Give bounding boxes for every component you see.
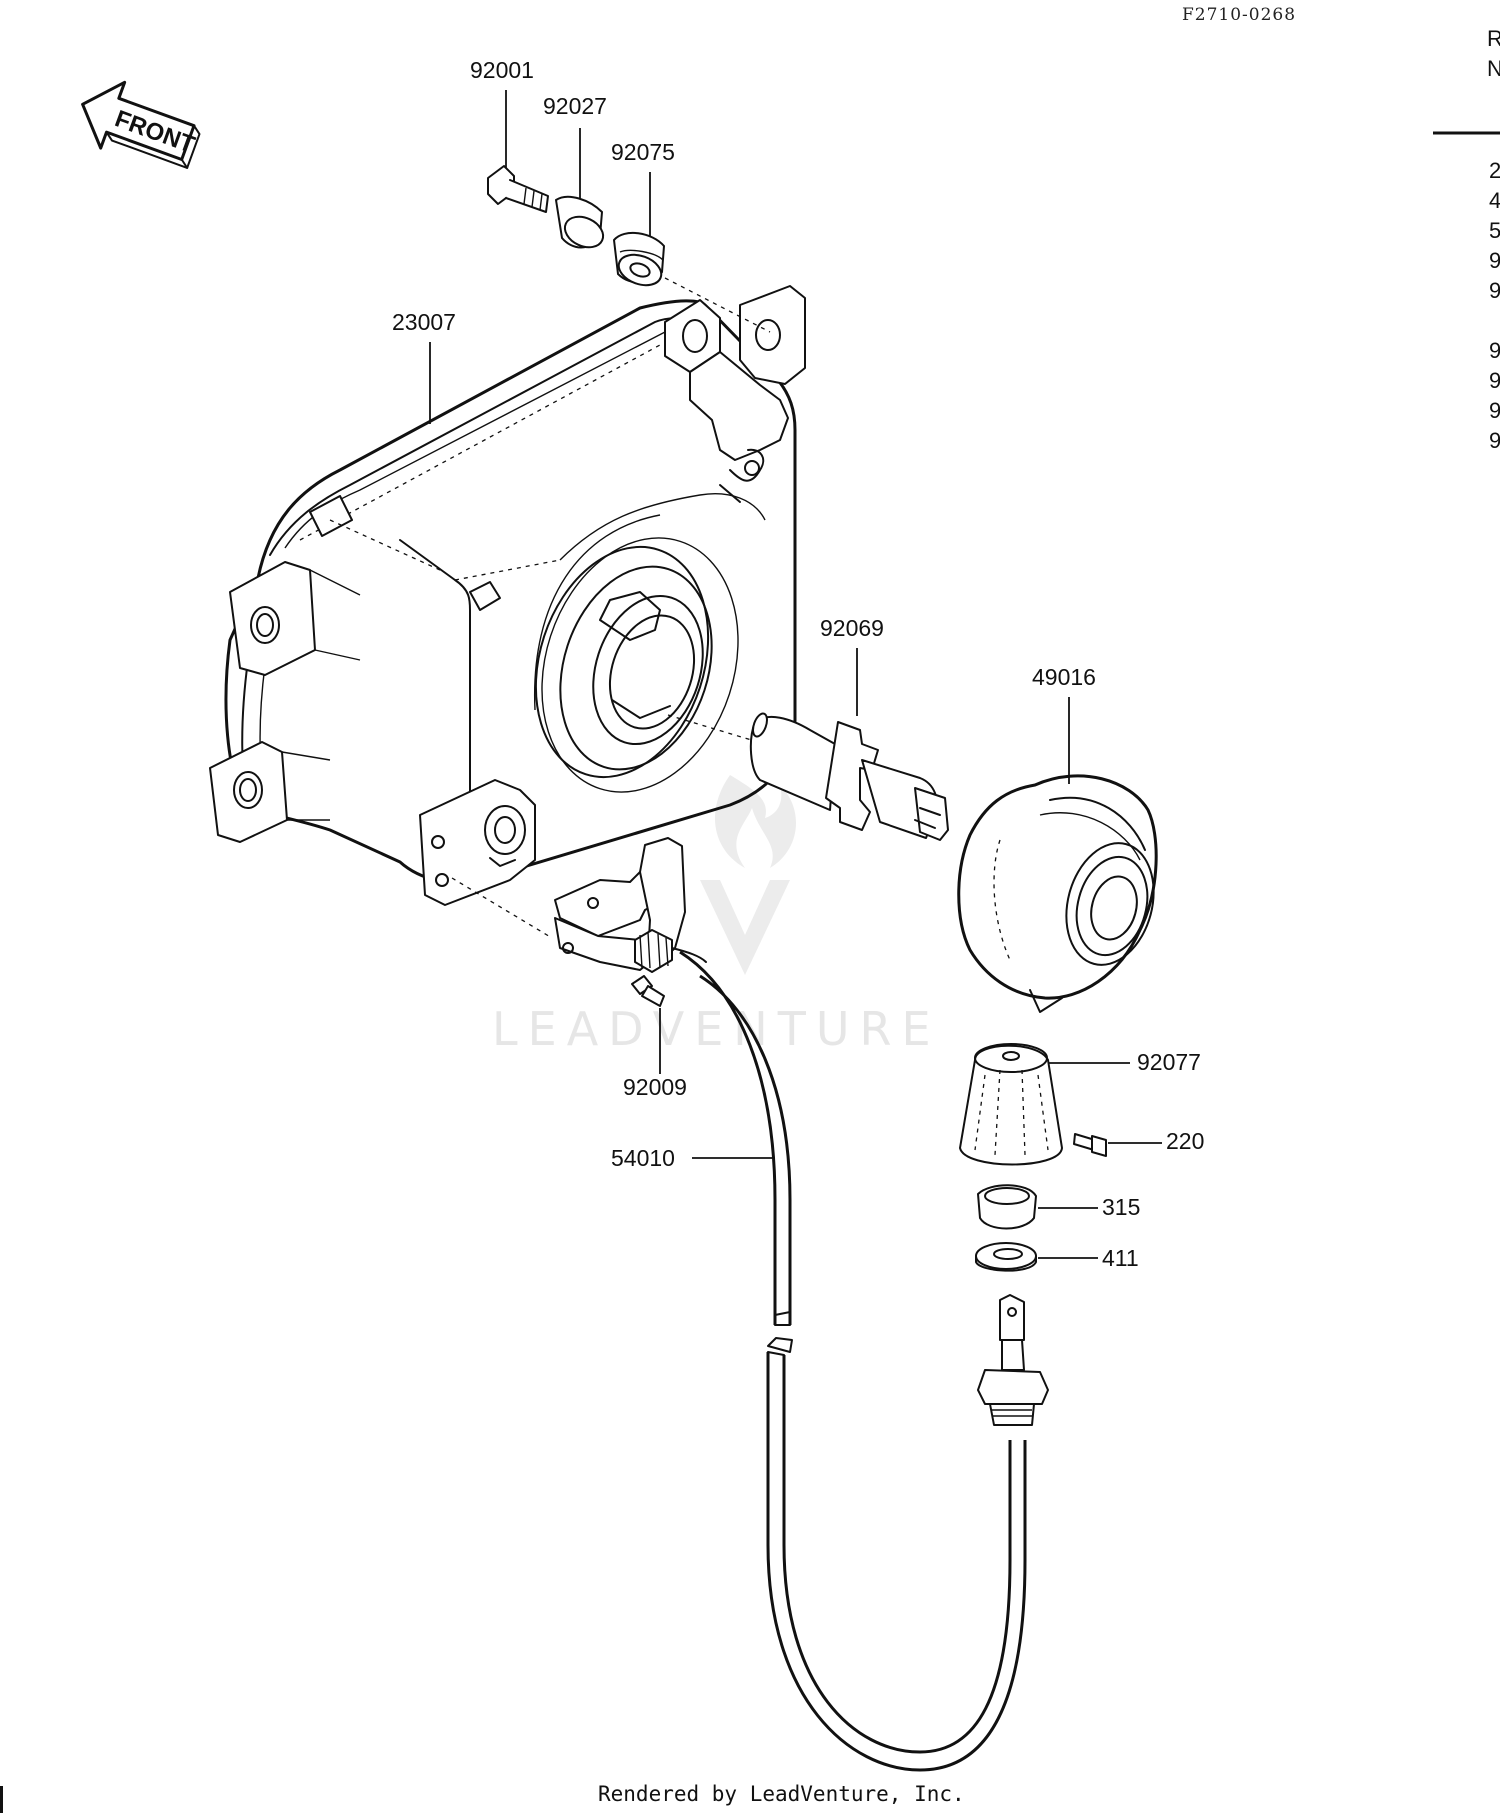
side-char: R: [1487, 26, 1500, 51]
bolt-92001: [487, 165, 549, 213]
side-char: 9: [1489, 278, 1500, 303]
side-char: 9: [1489, 248, 1500, 273]
callout-label-54010: 54010: [611, 1145, 675, 1171]
cable-54010: [679, 950, 1027, 1772]
callout-54010: 54010: [611, 1145, 775, 1171]
side-char: 9: [1489, 338, 1500, 363]
cable-bracket: [554, 837, 707, 973]
grommet-92075: [613, 231, 665, 287]
callout-92075: 92075: [611, 139, 675, 236]
callout-label-23007: 23007: [392, 309, 456, 335]
cover-49016: [957, 774, 1158, 1013]
side-char: 9: [1489, 428, 1500, 453]
side-char: 4: [1489, 188, 1500, 213]
callout-label-220: 220: [1166, 1128, 1204, 1154]
screw-220: [1073, 1133, 1107, 1157]
callout-23007: 23007: [392, 309, 456, 424]
front-arrow-icon: FRONT: [81, 80, 201, 169]
collar-92027: [555, 195, 605, 249]
cap-92077: [959, 1043, 1063, 1166]
bulb-92069: [749, 712, 949, 841]
callout-label-411: 411: [1102, 1245, 1139, 1271]
figure-code: F2710-0268: [1182, 5, 1296, 25]
watermark-text: LEADVENTURE: [492, 1002, 941, 1056]
callout-label-92077: 92077: [1137, 1049, 1201, 1075]
watermark: LEADVENTURE: [492, 775, 941, 1056]
side-char: 9: [1489, 398, 1500, 423]
headlight-housing: [209, 285, 806, 906]
side-char: 5: [1489, 218, 1500, 243]
washer-411: [975, 1242, 1037, 1272]
callout-label-92075: 92075: [611, 139, 675, 165]
callout-label-92027: 92027: [543, 93, 607, 119]
callout-label-92001: 92001: [470, 57, 534, 83]
callout-92009: 92009: [623, 1008, 687, 1100]
callout-label-315: 315: [1102, 1194, 1140, 1220]
callout-92027: 92027: [543, 93, 607, 198]
nut-315: [977, 1184, 1037, 1230]
callout-315: 315: [1038, 1194, 1140, 1220]
side-char: N: [1487, 56, 1500, 81]
callout-label-49016: 49016: [1032, 664, 1096, 690]
screw-92009: [631, 975, 665, 1007]
cable-fitting: [977, 1294, 1049, 1426]
side-char: 9: [1489, 368, 1500, 393]
callout-411: 411: [1038, 1245, 1139, 1271]
footer-credit: Rendered by LeadVenture, Inc.: [598, 1782, 965, 1806]
callout-92077: 92077: [1048, 1049, 1201, 1075]
side-char: 2: [1489, 158, 1500, 183]
callout-220: 220: [1108, 1128, 1204, 1154]
callout-label-92009: 92009: [623, 1074, 687, 1100]
parts-list-column: R N 2 4 5 9 9 9 9 9 9: [1433, 26, 1500, 453]
callout-92069: 92069: [820, 615, 884, 716]
footer-mark: [0, 1786, 3, 1813]
callout-92001: 92001: [470, 57, 534, 168]
callout-49016: 49016: [1032, 664, 1096, 784]
callout-label-92069: 92069: [820, 615, 884, 641]
